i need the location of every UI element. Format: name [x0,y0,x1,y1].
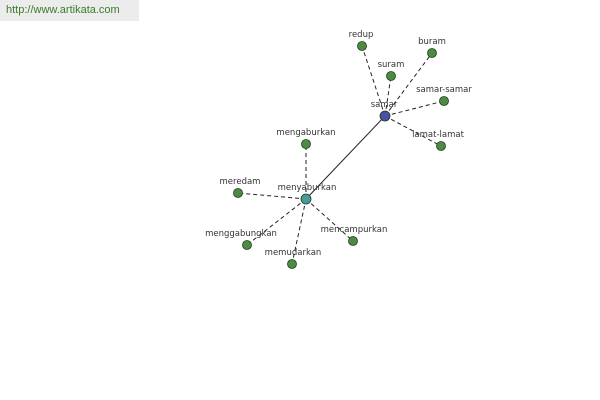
hub-node-menyaburkan [300,193,312,205]
edge-samar-samar-samar [384,100,445,117]
url-banner-text: http://www.artikata.com [6,4,120,16]
label-menyaburkan: menyaburkan [278,183,337,193]
label-samar-samar: samar-samar [416,85,472,95]
node-meredam [233,188,243,198]
label-meredam: meredam [220,177,261,187]
label-samar: samar [371,100,398,110]
node-redup [357,41,367,51]
labels-layer: redup buram suram samar-samar lamat-lamat men… [205,30,472,258]
edge-samar-redup [361,45,386,117]
edge-menyaburkan-meredam [237,192,307,200]
node-lamat-lamat [436,141,446,151]
node-samar-samar [439,96,449,106]
edge-samar-suram [384,75,392,117]
label-mengaburkan: mengaburkan [276,128,335,138]
edge-samar-buram [384,52,433,117]
edges-layer [237,45,445,265]
label-memudarkan: memudarkan [265,248,322,258]
node-mengaburkan [301,139,311,149]
label-mencampurkan: mencampurkan [321,225,388,235]
edge-samar-lamat-lamat [384,115,442,147]
label-lamat-lamat: lamat-lamat [412,130,465,140]
node-suram [386,71,396,81]
label-suram: suram [378,60,405,70]
nodes-layer [233,41,449,269]
node-menggabungkan [242,240,252,250]
hub-node-samar [379,110,391,122]
label-redup: redup [349,30,374,40]
node-memudarkan [287,259,297,269]
label-menggabungkan: menggabungkan [205,229,277,239]
edge-menyaburkan-mencampurkan [305,198,354,242]
edge-samar-menyaburkan [305,115,386,200]
node-mencampurkan [348,236,358,246]
label-buram: buram [418,37,446,47]
edge-menyaburkan-menggabungkan [246,198,307,246]
url-banner: http://www.artikata.com [0,0,139,21]
node-buram [427,48,437,58]
